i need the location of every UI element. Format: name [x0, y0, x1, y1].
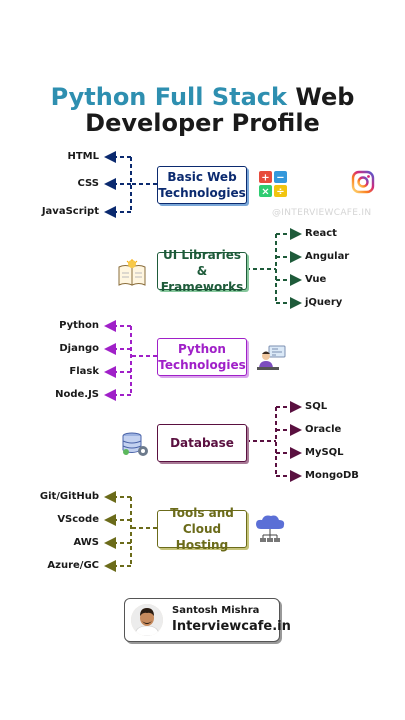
leaf-mongodb: MongoDB: [305, 470, 359, 481]
leaf-mysql: MySQL: [305, 447, 344, 458]
database-settings-icon: [118, 430, 150, 462]
author-card[interactable]: Santosh Mishra Interviewcafe.in: [124, 598, 291, 642]
leaf-angular: Angular: [305, 251, 350, 262]
svg-text:÷: ÷: [276, 187, 284, 198]
leaf-vue: Vue: [305, 274, 327, 285]
svg-text:×: ×: [261, 187, 269, 198]
leaf-vscode: VScode: [57, 514, 99, 525]
leaf-python: Python: [59, 320, 99, 331]
leaf-javascript: JavaScript: [41, 206, 99, 217]
author-name: Santosh Mishra: [172, 605, 260, 616]
leaf-nodejs: Node.JS: [55, 389, 99, 400]
leaf-oracle: Oracle: [305, 424, 342, 435]
developer-icon: [256, 345, 286, 375]
svg-text:+: +: [261, 173, 269, 184]
avatar: [131, 604, 163, 636]
leaf-django: Django: [59, 343, 99, 354]
leaf-git-github: Git/GitHub: [39, 491, 99, 502]
leaf-aws: AWS: [73, 537, 99, 548]
calculator-icon: + − × ÷: [259, 171, 287, 201]
leaf-react: React: [305, 228, 337, 239]
instagram-icon[interactable]: [351, 170, 375, 198]
page-title: Python Full Stack Web Developer Profile: [50, 83, 355, 137]
leaf-sql: SQL: [305, 401, 328, 412]
open-book-icon: [117, 259, 147, 291]
leaf-azure-gc: Azure/GC: [47, 560, 99, 571]
section-box-database: Database: [157, 424, 247, 462]
leaf-flask: Flask: [69, 366, 99, 377]
leaf-css: CSS: [77, 178, 99, 189]
leaf-jquery: jQuery: [305, 297, 343, 308]
svg-text:−: −: [276, 173, 284, 184]
author-site[interactable]: Interviewcafe.in: [172, 619, 291, 634]
section-box-ui-libraries: UI Libraries &Frameworks: [157, 248, 247, 294]
leaf-html: HTML: [67, 151, 99, 162]
watermark: @INTERVIEWCAFE.IN: [272, 208, 372, 218]
cloud-network-icon: [253, 513, 287, 547]
